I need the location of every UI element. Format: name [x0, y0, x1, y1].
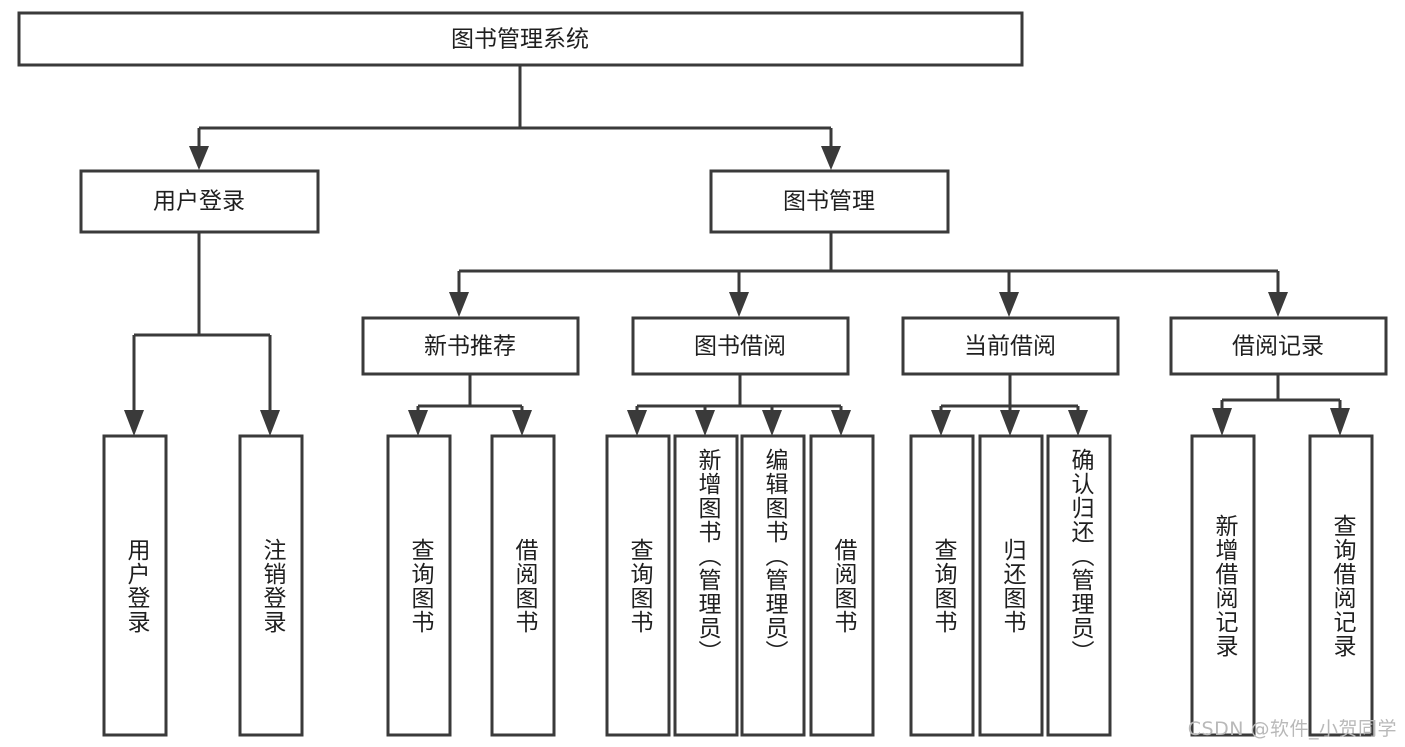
node-leaf-borrow-book-2[interactable] [809, 434, 875, 737]
node-leaf-query-book-2[interactable] [605, 434, 671, 737]
node-user-login[interactable] [79, 169, 320, 234]
node-leaf-query-record[interactable] [1308, 434, 1374, 737]
node-book-management[interactable] [709, 169, 950, 234]
node-book-management-label: 图书管理 [783, 189, 875, 215]
node-leaf-borrow-book-1[interactable] [490, 434, 556, 737]
node-root-label: 图书管理系统 [451, 27, 589, 53]
arrow-head-book-management [821, 146, 841, 170]
node-leaf-query-book-3[interactable] [909, 434, 975, 737]
node-new-book-recommend[interactable] [361, 316, 580, 376]
node-leaf-user-login[interactable] [102, 434, 168, 737]
arrow-head-leaf-add-book [695, 410, 715, 436]
node-leaf-edit-book[interactable] [740, 434, 806, 737]
arrow-head-leaf-query-record [1330, 408, 1350, 436]
arrow-head-leaf-query-book-2 [627, 410, 647, 436]
node-leaf-confirm-return[interactable] [1046, 434, 1112, 737]
arrow-head-leaf-query-book-3 [931, 410, 951, 436]
connector-layer [124, 65, 1350, 436]
node-leaf-add-record[interactable] [1190, 434, 1256, 737]
arrow-head-current-borrow [999, 292, 1019, 317]
csdn-watermark: CSDN @软件_小贺同学 [1187, 718, 1397, 740]
arrow-head-leaf-query-book-1 [408, 410, 428, 436]
arrow-head-leaf-add-record [1212, 408, 1232, 436]
arrow-head-book-borrow [729, 292, 749, 317]
arrow-head-leaf-confirm-return [1068, 410, 1088, 436]
arrow-head-leaf-borrow-book-2 [831, 410, 851, 436]
arrow-head-leaf-logout-login [260, 410, 280, 436]
node-leaf-return-book[interactable] [978, 434, 1044, 737]
node-borrow-record-label: 借阅记录 [1232, 334, 1324, 360]
node-root[interactable] [17, 11, 1024, 67]
node-layer [17, 11, 1388, 737]
node-user-login-label: 用户登录 [153, 189, 245, 215]
arrow-head-leaf-borrow-book-1 [512, 410, 532, 436]
arrow-head-user-login [189, 146, 209, 170]
arrow-head-leaf-return-book [1000, 410, 1020, 436]
node-current-borrow[interactable] [901, 316, 1120, 376]
node-book-borrow[interactable] [631, 316, 850, 376]
node-borrow-record[interactable] [1169, 316, 1388, 376]
arrow-head-leaf-user-login [124, 410, 144, 436]
arrow-head-borrow-record [1268, 292, 1288, 317]
node-leaf-query-book-1[interactable] [386, 434, 452, 737]
arrow-head-leaf-edit-book [762, 410, 782, 436]
node-leaf-logout-login[interactable] [238, 434, 304, 737]
node-leaf-add-book[interactable] [673, 434, 739, 737]
node-current-borrow-label: 当前借阅 [964, 334, 1056, 360]
node-book-borrow-label: 图书借阅 [694, 334, 786, 360]
arrow-head-new-book-recommend [449, 292, 469, 317]
label-layer-horizontal: 图书管理系统 用户登录 图书管理 新书推荐 图书借阅 当前借阅 借阅记录 [153, 27, 1324, 360]
node-new-book-recommend-label: 新书推荐 [424, 334, 516, 360]
